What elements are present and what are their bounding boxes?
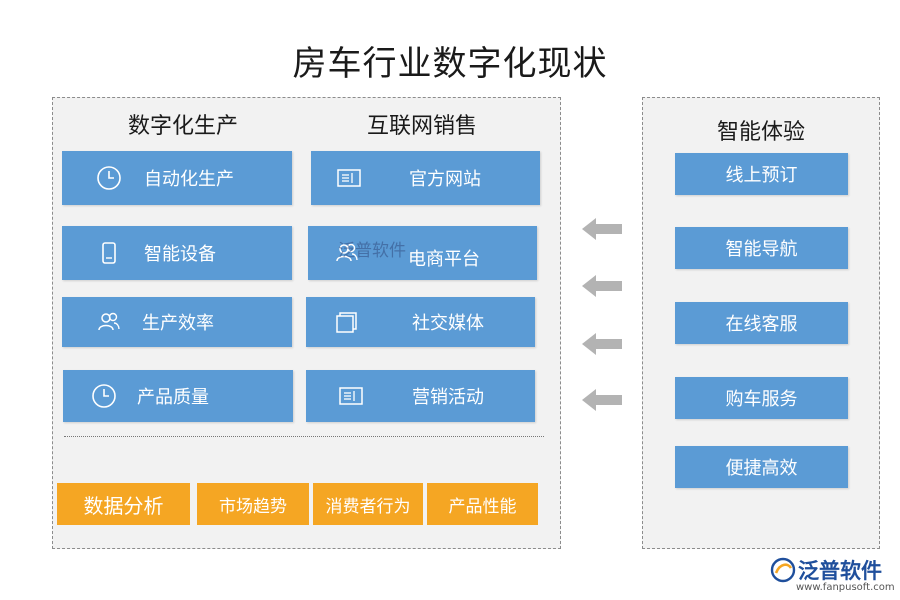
brand-logo: 泛普软件 www.fanpusoft.com [770,555,895,595]
experience-item-convenience[interactable]: 便捷高效 [675,446,848,488]
production-item-label: 自动化生产 [144,169,234,190]
left-arrow-icon [582,273,622,299]
production-item-label: 产品质量 [137,387,209,408]
sales-item-marketing[interactable]: 营销活动 [306,370,535,422]
production-item-devices[interactable]: 智能设备 [62,226,292,280]
production-item-automation[interactable]: 自动化生产 [62,151,292,205]
production-item-efficiency[interactable]: 生产效率 [62,297,292,347]
pages-icon [334,309,360,335]
divider [64,436,544,437]
people-icon [96,309,122,335]
experience-item-purchase[interactable]: 购车服务 [675,377,848,419]
sales-item-social[interactable]: 社交媒体 [306,297,535,347]
left-arrow-icon [582,216,622,242]
logo-name: 泛普软件 [798,559,882,583]
experience-item-booking[interactable]: 线上预订 [675,153,848,195]
production-item-label: 生产效率 [142,313,214,334]
sales-item-website[interactable]: 官方网站 [311,151,540,205]
device-icon [96,240,122,266]
clock-icon [96,165,122,191]
document-icon [336,165,362,191]
logo-url: www.fanpusoft.com [796,582,895,593]
left-arrow-icon [582,387,622,413]
sales-item-label: 电商平台 [408,249,480,270]
analysis-item-product[interactable]: 产品性能 [427,483,538,525]
production-item-label: 智能设备 [144,244,216,265]
experience-item-navigation[interactable]: 智能导航 [675,227,848,269]
sales-item-label: 官方网站 [409,169,481,190]
sales-item-label: 营销活动 [412,387,484,408]
analysis-item-consumer[interactable]: 消费者行为 [313,483,423,525]
experience-heading: 智能体验 [717,120,806,145]
logo-icon [770,557,796,583]
people-icon [334,240,360,266]
page-title: 房车行业数字化现状 [292,44,608,84]
analysis-item-market[interactable]: 市场趋势 [197,483,309,525]
analysis-item-data[interactable]: 数据分析 [57,483,190,525]
document-icon [338,383,364,409]
sales-item-label: 社交媒体 [412,313,484,334]
clock-icon [91,383,117,409]
experience-item-support[interactable]: 在线客服 [675,302,848,344]
sales-heading: 互联网销售 [367,114,478,139]
production-heading: 数字化生产 [128,114,239,139]
watermark: 泛普软件 [338,241,406,261]
left-arrow-icon [582,331,622,357]
production-item-quality[interactable]: 产品质量 [63,370,293,422]
sales-item-ecommerce[interactable]: 电商平台 [308,226,537,280]
